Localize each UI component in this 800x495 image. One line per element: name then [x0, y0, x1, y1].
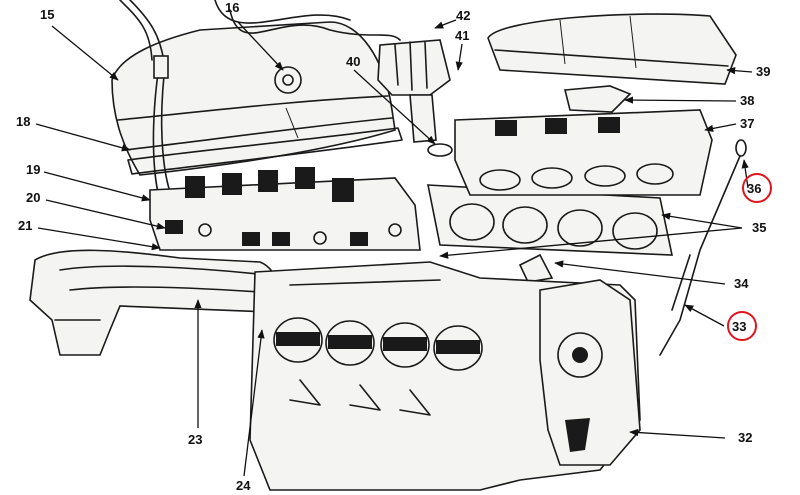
callout-33-highlight-ring [727, 311, 757, 341]
callout-21: 21 [18, 218, 32, 233]
engine-artwork [29, 0, 747, 491]
callout-23: 23 [188, 432, 202, 447]
front-cover [539, 279, 641, 466]
distributor-gasket [427, 143, 453, 157]
callout-20: 20 [26, 190, 40, 205]
oil-baffle [563, 85, 632, 113]
right-cylinder-head [454, 109, 713, 196]
head-gasket [427, 184, 673, 256]
left-cylinder-head [149, 167, 421, 251]
callout-38: 38 [740, 93, 754, 108]
callout-labels: 15 16 18 19 20 21 23 24 32 33 34 35 36 3… [16, 0, 772, 493]
exhaust-manifold [29, 249, 280, 356]
callout-37: 37 [740, 116, 754, 131]
callout-16: 16 [225, 0, 239, 15]
callout-19: 19 [26, 162, 40, 177]
mounting-bracket [518, 253, 554, 283]
right-valve-cover [487, 13, 737, 85]
callout-42: 42 [456, 8, 470, 23]
callout-24: 24 [236, 478, 251, 493]
callout-15: 15 [40, 7, 54, 22]
callout-36-highlight-ring [742, 173, 772, 203]
callout-35: 35 [752, 220, 766, 235]
leader-lines [35, 19, 753, 477]
dipstick [659, 139, 747, 356]
distributor [377, 39, 451, 143]
spark-plug-wires [119, 0, 401, 221]
callout-18: 18 [16, 114, 30, 129]
valve-cover-gasket [127, 127, 403, 175]
callout-39: 39 [756, 64, 770, 79]
callout-36: 36 [747, 181, 761, 196]
callout-33: 33 [732, 319, 746, 334]
callout-32: 32 [738, 430, 752, 445]
callout-41: 41 [455, 28, 469, 43]
callout-40: 40 [346, 54, 360, 69]
callout-34: 34 [734, 276, 749, 291]
